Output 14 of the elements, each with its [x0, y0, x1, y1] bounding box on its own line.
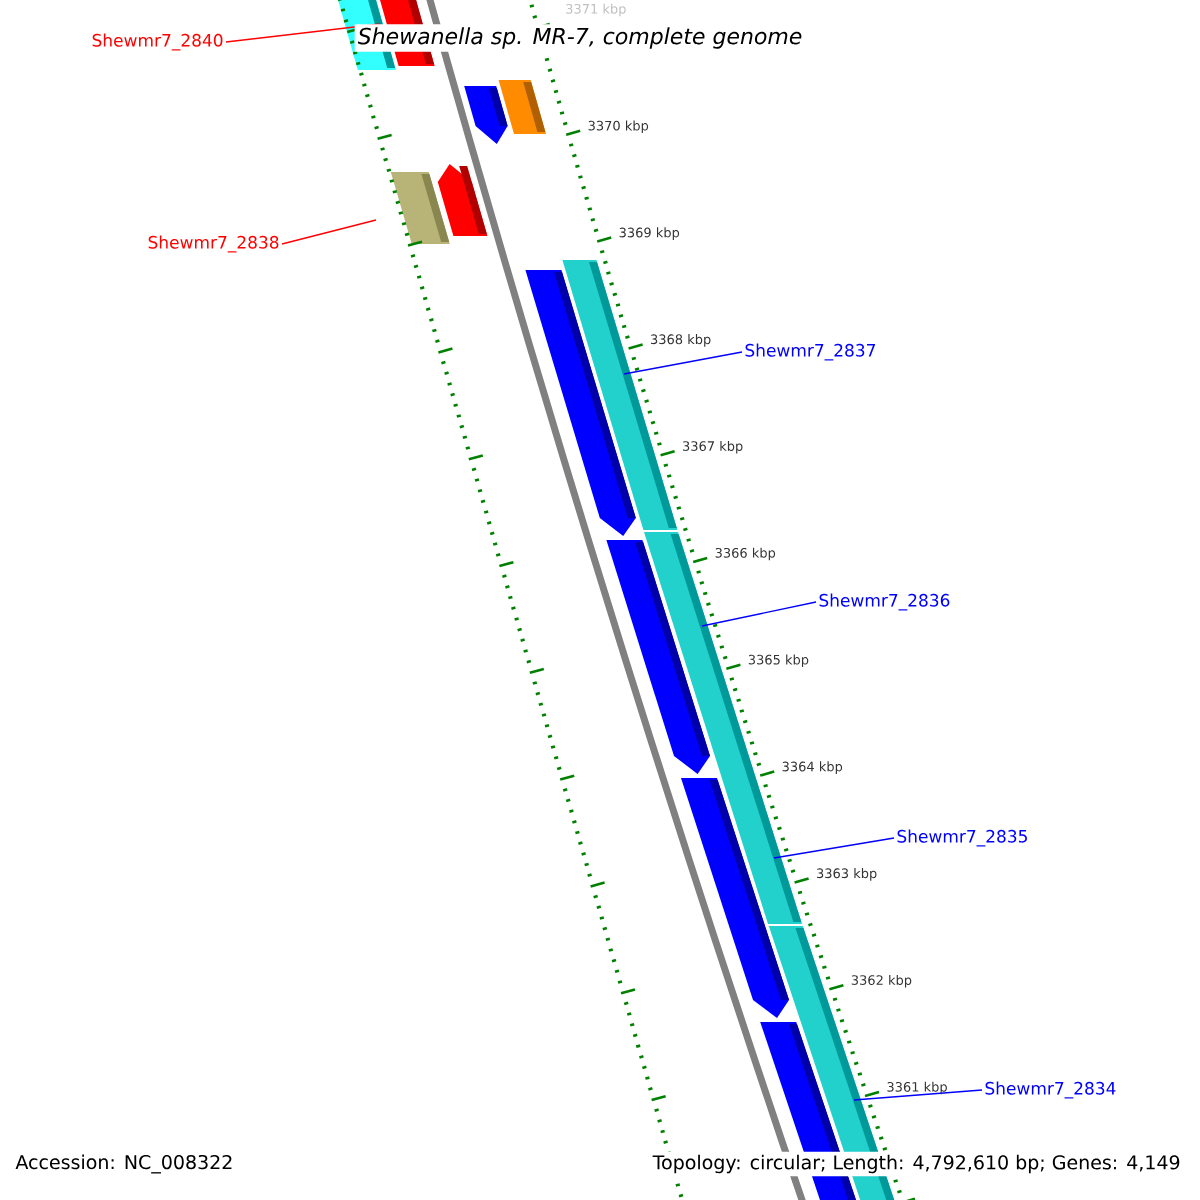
gene-label: Shewmr7_2836 [819, 593, 950, 611]
gene-label: Shewmr7_2838 [148, 235, 279, 253]
gene-label: Shewmr7_2835 [897, 829, 1027, 847]
leader-line [281, 219, 377, 245]
gene-label: Shewmr7_2840 [92, 33, 223, 51]
footer-text: Topology: circular; Length: 4,792,610 bp; Genes: 4,149 [649, 1151, 1184, 1177]
gene-label: Shewmr7_2837 [745, 343, 875, 361]
leader-line [701, 601, 817, 627]
gene-label: Shewmr7_2834 [985, 1081, 1116, 1099]
title: Shewanella sp. MR-7, complete genome [354, 24, 806, 52]
leader-line [623, 351, 743, 375]
leader-line [773, 837, 895, 859]
footer-text: Accession: NC_008322 [12, 1151, 237, 1177]
leader-line [853, 1089, 983, 1101]
